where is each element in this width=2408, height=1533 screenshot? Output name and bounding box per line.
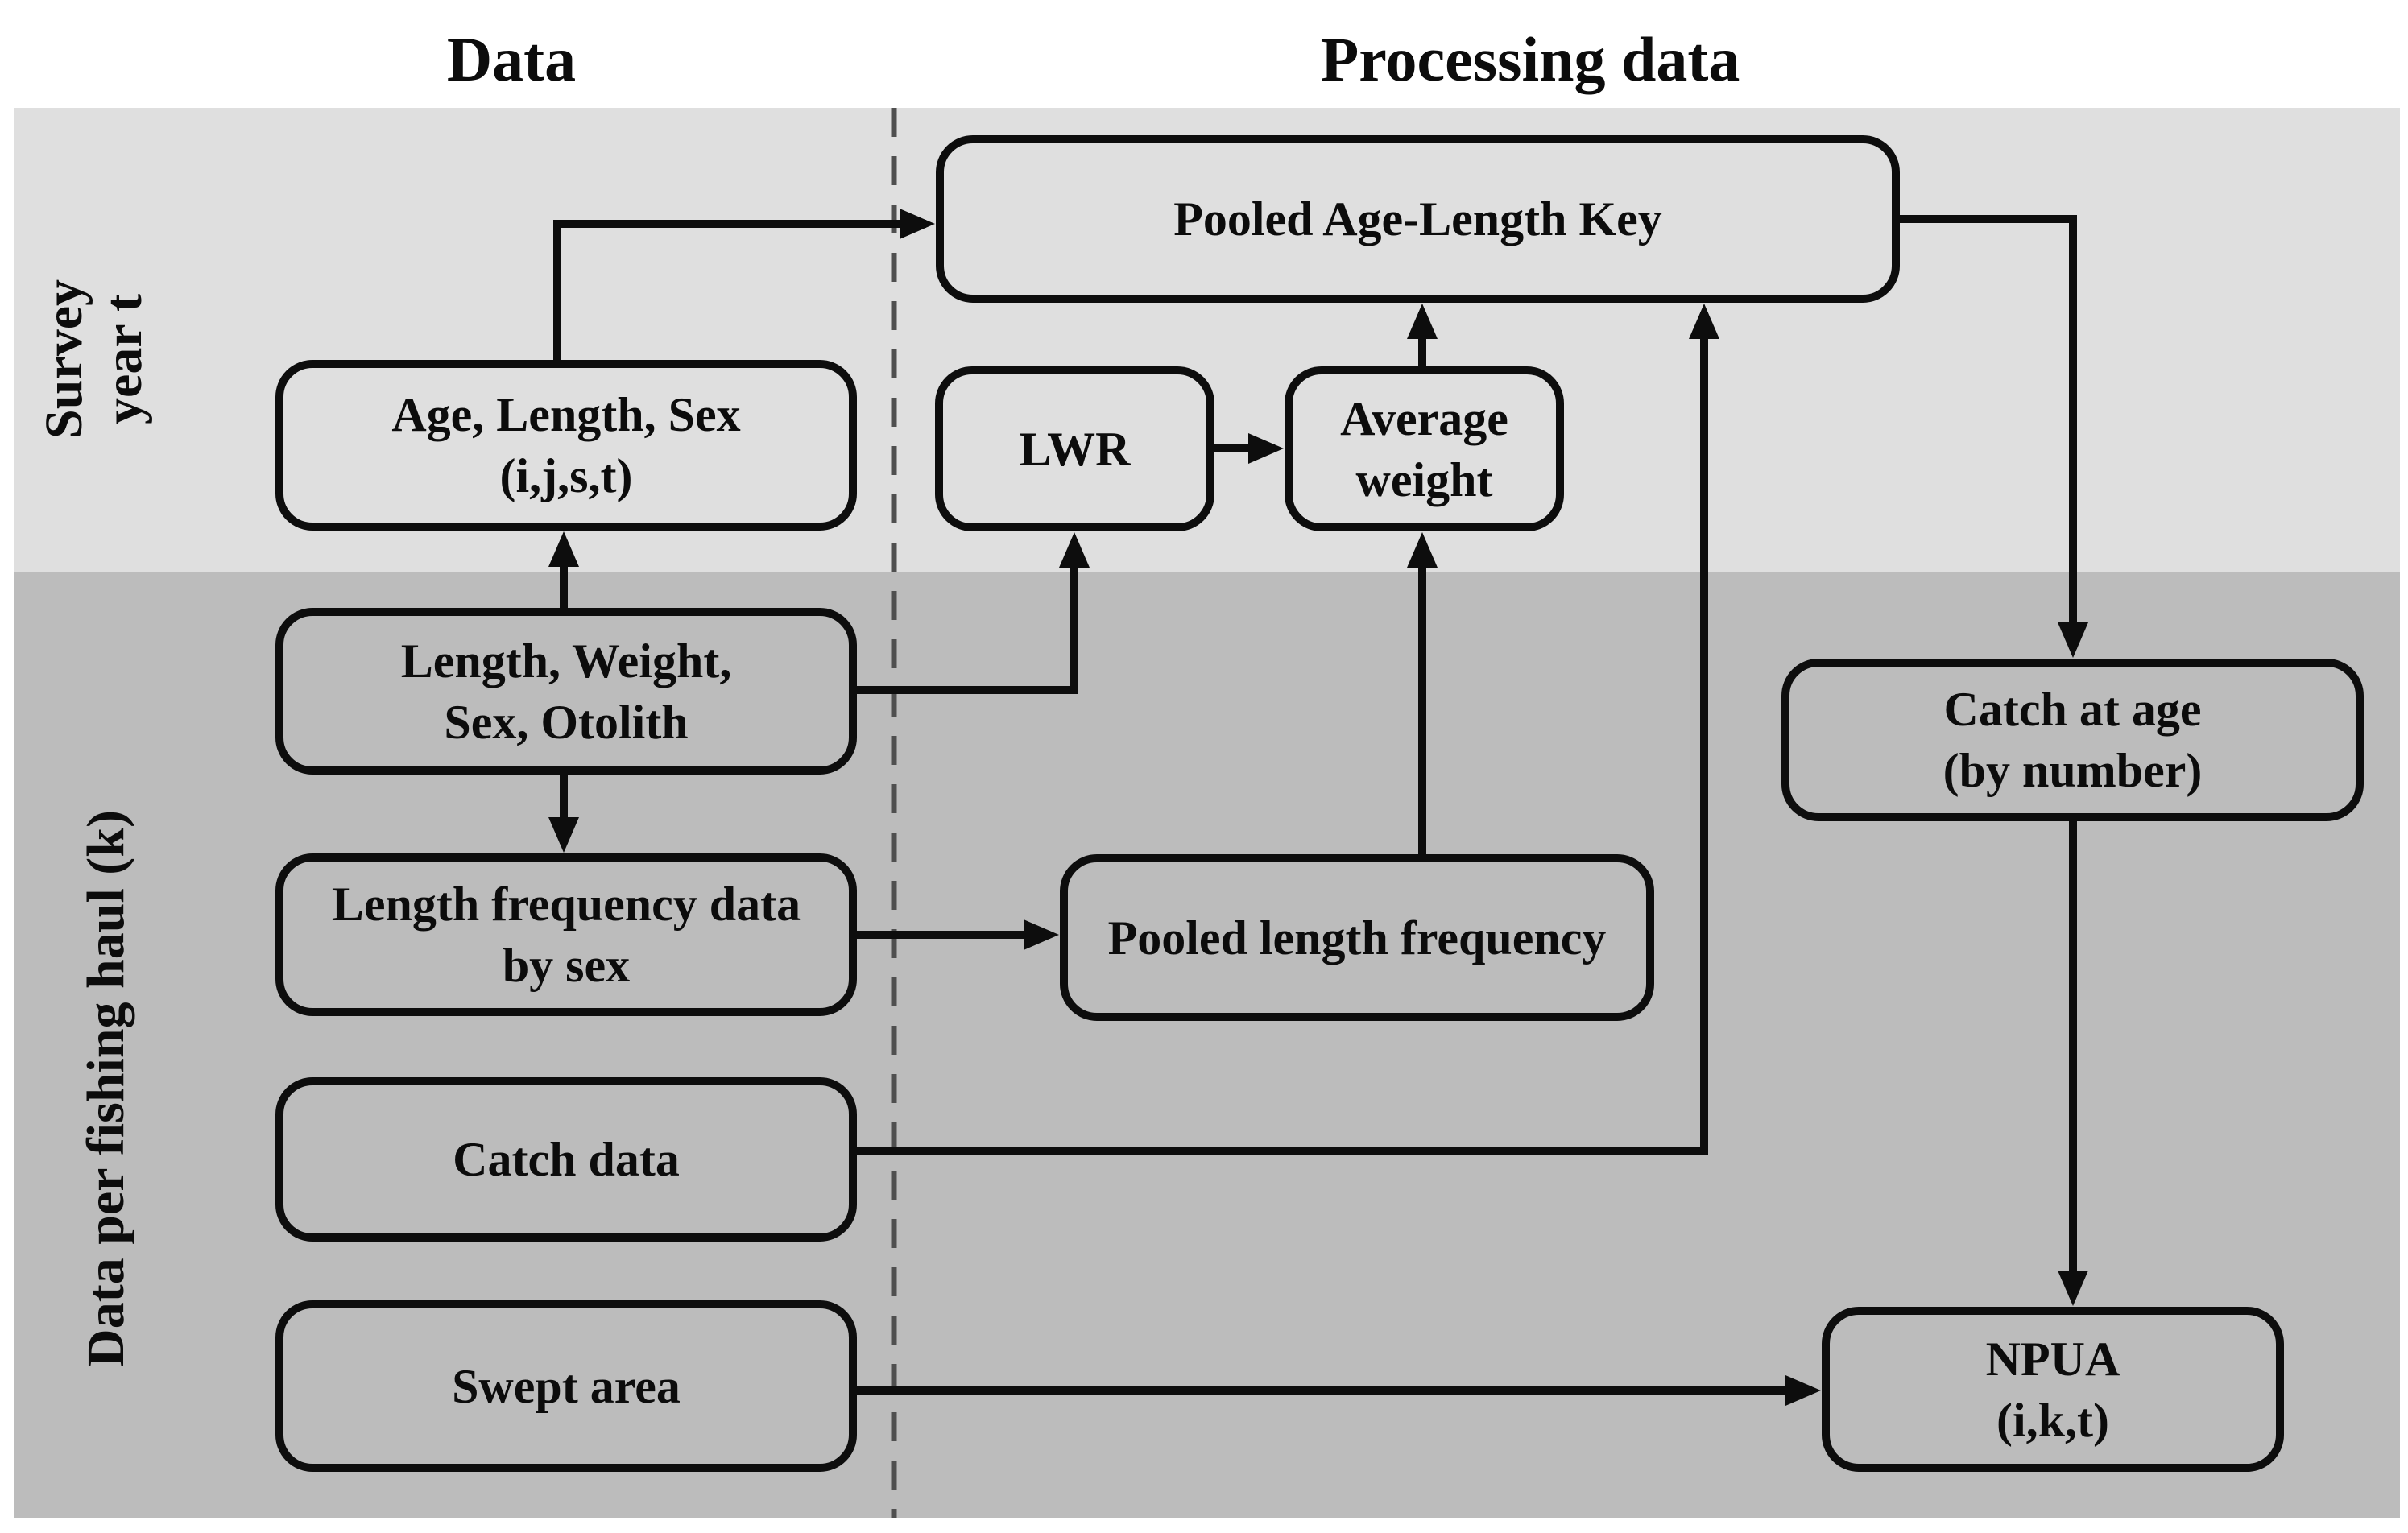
node-pooled-age-length-key: Pooled Age-Length Key bbox=[936, 135, 1900, 303]
node-pooled-age-length-key-label: Pooled Age-Length Key bbox=[1173, 192, 1662, 246]
node-swept-area: Swept area bbox=[275, 1300, 857, 1472]
node-age-length-sex-line2: (i,j,s,t) bbox=[499, 449, 633, 502]
node-pooled-length-frequency-label: Pooled length frequency bbox=[1107, 911, 1607, 965]
node-catch-at-age-line1: Catch at age bbox=[1943, 683, 2202, 736]
node-catch-at-age-line2: (by number) bbox=[1943, 744, 2203, 797]
node-swept-area-label: Swept area bbox=[452, 1359, 681, 1413]
edge-pooled-alk-to-catch-at-age bbox=[1900, 215, 2088, 658]
node-pooled-length-frequency: Pooled length frequency bbox=[1060, 854, 1654, 1021]
node-average-weight-line2: weight bbox=[1355, 452, 1493, 506]
node-length-frequency-by-sex-line1: Length frequency data bbox=[331, 878, 801, 931]
node-age-length-sex: Age, Length, Sex (i,j,s,t) bbox=[275, 360, 857, 531]
node-average-weight: Average weight bbox=[1285, 366, 1564, 531]
node-length-weight-sex-otolith-line1: Length, Weight, bbox=[400, 634, 732, 688]
node-age-length-sex-line1: Age, Length, Sex bbox=[391, 388, 741, 441]
node-catch-data-label: Catch data bbox=[453, 1133, 680, 1186]
node-lwr-label: LWR bbox=[1019, 422, 1131, 476]
node-catch-at-age: Catch at age (by number) bbox=[1781, 659, 2364, 821]
node-average-weight-line1: Average bbox=[1340, 391, 1508, 445]
node-length-weight-sex-otolith: Length, Weight, Sex, Otolith bbox=[275, 608, 857, 775]
edge-lwso-to-lwr bbox=[857, 532, 1090, 694]
node-catch-data: Catch data bbox=[275, 1077, 857, 1242]
node-length-frequency-by-sex-line2: by sex bbox=[502, 939, 631, 992]
node-npua-line1: NPUA bbox=[1985, 1332, 2120, 1386]
edge-catch-data-to-pooled-alk bbox=[857, 304, 1719, 1155]
band-fishing-haul bbox=[14, 572, 2400, 1518]
node-length-frequency-by-sex: Length frequency data by sex bbox=[275, 853, 857, 1016]
node-length-weight-sex-otolith-line2: Sex, Otolith bbox=[444, 695, 689, 749]
edge-age-length-sex-to-pooled-alk bbox=[553, 209, 935, 360]
node-npua-line2: (i,k,t) bbox=[1996, 1393, 2109, 1447]
node-lwr: LWR bbox=[935, 366, 1214, 531]
node-npua: NPUA (i,k,t) bbox=[1822, 1307, 2284, 1472]
column-header-processing-data: Processing data bbox=[1320, 24, 1740, 94]
column-header-data: Data bbox=[446, 24, 577, 94]
